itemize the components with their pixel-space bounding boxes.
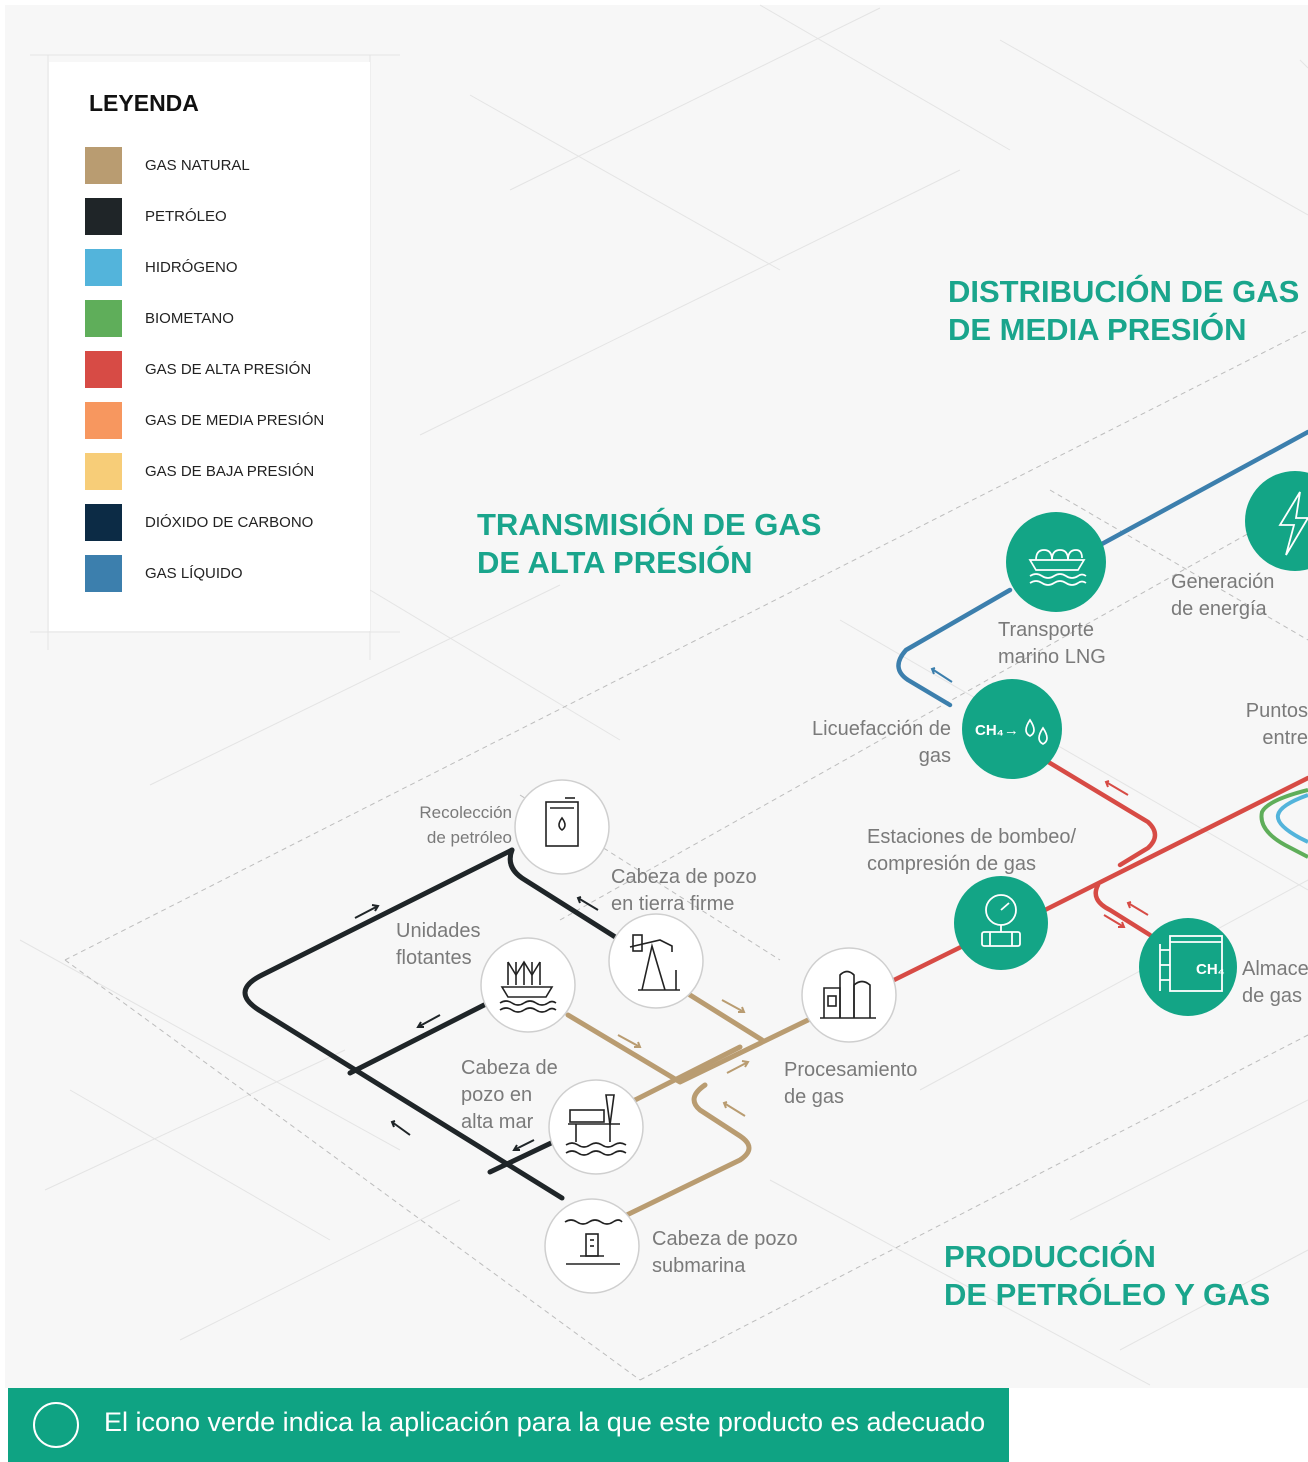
legend-label: HIDRÓGENO [145, 259, 238, 276]
node-offshore-wellhead [548, 1079, 644, 1175]
gas-offshore-to-processing [632, 1044, 743, 1103]
legend-panel: LEYENDA GAS NATURAL PETRÓLEO HIDRÓGENO BIOM… [49, 62, 370, 631]
platform-outlines [64, 329, 1308, 1381]
label-floating-units: Unidades flotantes [396, 920, 481, 969]
ch4-arrow-label: CH₄→ [975, 722, 1019, 739]
legend-item: GAS LÍQUIDO [85, 555, 365, 592]
footer-banner: El icono verde indica la aplicación para… [8, 1388, 1009, 1462]
label-pumping-stations: Estaciones de bombeo/ compresión de gas [867, 826, 1077, 875]
pressure-gauge-icon [981, 894, 1021, 947]
node-lng-transport [1006, 512, 1106, 612]
section-title-transmission: TRANSMISIÓN DE GAS DE ALTA PRESIÓN [477, 506, 821, 582]
gas-floating-to-processing [565, 1012, 811, 1085]
ch4-storage-label: CH₄ [1196, 961, 1225, 978]
legend-swatch [85, 198, 122, 235]
label-oil-collection: Recolección de petróleo [419, 803, 512, 847]
droplets-icon [1025, 718, 1048, 745]
pumpjack-icon [629, 934, 680, 991]
legend-item: PETRÓLEO [85, 198, 365, 235]
section-title-distribution: DISTRIBUCIÓN DE GAS DE MEDIA PRESIÓN [948, 273, 1299, 349]
legend-swatch [85, 300, 122, 337]
subsea-wellhead-icon [564, 1219, 623, 1265]
section-title-production-text: PRODUCCIÓN DE PETRÓLEO Y GAS [944, 1239, 1271, 1312]
label-lng-transport: Transporte marino LNG [998, 619, 1106, 668]
legend-item: GAS DE ALTA PRESIÓN [85, 351, 365, 388]
legend-swatch [85, 249, 122, 286]
gas-subsea-to-processing [597, 1082, 752, 1231]
legend-swatch [85, 147, 122, 184]
legend-label: PETRÓLEO [145, 208, 227, 225]
offshore-platform-icon [565, 1094, 627, 1156]
legend-label: DIÓXIDO DE CARBONO [145, 514, 314, 531]
biomethane-pipe [1259, 788, 1308, 859]
high-pressure-pipes [887, 757, 1308, 985]
hp-storage-branch [1093, 882, 1153, 938]
legend-item: BIOMETANO [85, 300, 365, 337]
node-gas-storage: CH₄ [1139, 918, 1237, 1016]
legend-item: GAS DE BAJA PRESIÓN [85, 453, 365, 490]
node-floating-units [480, 937, 576, 1033]
lng-ship-icon [1028, 549, 1087, 586]
node-liquefaction: CH₄→ [962, 679, 1062, 779]
node-power-generation [1245, 471, 1308, 571]
natural-gas-pipes [565, 992, 811, 1231]
label-delivery-points: Puntos entre [1245, 700, 1308, 749]
legend-swatch [85, 402, 122, 439]
floating-unit-icon [499, 960, 557, 1013]
section-title-transmission-text: TRANSMISIÓN DE GAS DE ALTA PRESIÓN [477, 507, 822, 580]
legend-swatch [85, 351, 122, 388]
node-pumping-station [954, 876, 1048, 970]
legend-label: GAS DE MEDIA PRESIÓN [145, 412, 325, 429]
gas-processing-plant-icon [820, 970, 876, 1019]
label-gas-storage: Almace de gas [1242, 958, 1308, 1007]
section-title-production: PRODUCCIÓN DE PETRÓLEO Y GAS [944, 1238, 1270, 1314]
oil-main-pipe [242, 847, 565, 1201]
legend-label: GAS NATURAL [145, 157, 250, 174]
legend-item: GAS DE MEDIA PRESIÓN [85, 402, 365, 439]
node-onshore-wellhead [608, 913, 704, 1009]
lng-pipe [896, 429, 1308, 708]
label-gas-processing: Procesamiento de gas [784, 1059, 918, 1108]
legend-label: GAS DE ALTA PRESIÓN [145, 361, 312, 378]
legend-item: HIDRÓGENO [85, 249, 365, 286]
footer-text: El icono verde indica la aplicación para… [104, 1407, 986, 1437]
section-title-distribution-text: DISTRIBUCIÓN DE GAS DE MEDIA PRESIÓN [948, 274, 1300, 347]
flow-arrows [354, 667, 1149, 1151]
green-circle-icon [33, 1402, 79, 1448]
legend-swatch [85, 504, 122, 541]
hydrogen-pipe [1275, 793, 1308, 844]
legend-label: GAS DE BAJA PRESIÓN [145, 463, 315, 480]
legend-label: GAS LÍQUIDO [145, 565, 243, 582]
label-subsea-wellhead: Cabeza de pozo submarina [652, 1228, 798, 1277]
label-power-generation: Generación de energía [1171, 571, 1275, 620]
legend-swatch [85, 453, 122, 490]
node-gas-processing [801, 947, 897, 1043]
hp-liquefaction-branch [1042, 757, 1158, 868]
oil-floating-branch [347, 999, 493, 1076]
oil-onshore-branch [507, 847, 623, 943]
legend-label: BIOMETANO [145, 310, 234, 327]
lightning-bolt-icon [1278, 491, 1308, 556]
label-onshore-wellhead: Cabeza de pozo en tierra firme [611, 866, 757, 915]
node-subsea-wellhead [544, 1198, 640, 1294]
background-grid [19, 4, 1308, 1386]
legend-item: DIÓXIDO DE CARBONO [85, 504, 365, 541]
gas-onshore-to-processing [687, 992, 765, 1043]
hp-processing-to-pump [887, 942, 968, 985]
oil-barrel-icon [545, 797, 579, 847]
label-liquefaction: Licuefacción de gas [812, 718, 951, 767]
legend-swatch [85, 555, 122, 592]
legend-item: GAS NATURAL [85, 147, 365, 184]
node-oil-collection [514, 779, 610, 875]
hp-pump-to-distribution [1032, 775, 1308, 918]
label-offshore-wellhead: Cabeza de pozo en alta mar [461, 1057, 558, 1133]
storage-tank-icon [1159, 935, 1223, 992]
legend-title: LEYENDA [89, 90, 199, 116]
